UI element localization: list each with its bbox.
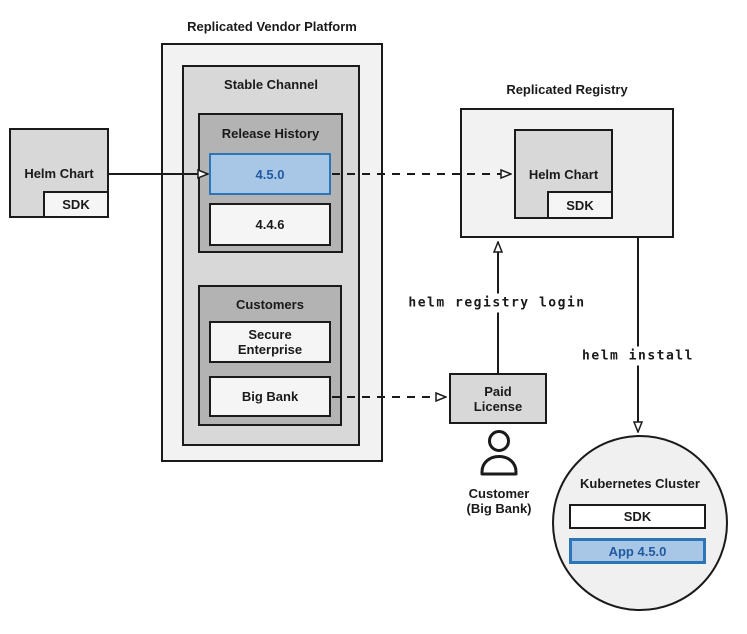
release-450-label: 4.5.0 xyxy=(255,166,285,182)
helm-chart-source-sdk-label: SDK xyxy=(62,197,90,212)
vendor-platform-title: Replicated Vendor Platform xyxy=(187,19,357,34)
stable-channel-label: Stable Channel xyxy=(224,77,318,92)
kubernetes-cluster-label: Kubernetes Cluster xyxy=(580,476,700,491)
helm-chart-source-sdk-box: SDK xyxy=(43,191,109,218)
helm-install-command: helm install xyxy=(577,346,699,366)
kubernetes-app-box: App 4.5.0 xyxy=(569,538,706,564)
customer-caption-line1: Customer xyxy=(468,486,530,501)
kubernetes-sdk-box: SDK xyxy=(569,504,706,529)
kubernetes-app-label: App 4.5.0 xyxy=(608,543,667,559)
registry-title: Replicated Registry xyxy=(506,82,628,97)
release-history-label: Release History xyxy=(221,126,320,141)
helm-chart-source-label: Helm Chart xyxy=(24,165,94,181)
customers-label: Customers xyxy=(236,297,304,312)
customer-caption-line2: (Big Bank) xyxy=(466,501,532,516)
customer-person-icon xyxy=(480,430,518,476)
paid-license-box: Paid License xyxy=(449,373,547,424)
release-446-label: 4.4.6 xyxy=(255,217,285,232)
registry-sdk-label: SDK xyxy=(566,197,594,213)
registry-sdk-box: SDK xyxy=(547,191,613,219)
kubernetes-sdk-label: SDK xyxy=(623,509,652,524)
release-450-box: 4.5.0 xyxy=(209,153,331,195)
customer-secure-enterprise-box: Secure Enterprise xyxy=(209,321,331,363)
customer-secure-enterprise-label: Secure Enterprise xyxy=(237,327,303,357)
paid-license-label: Paid License xyxy=(473,383,523,414)
registry-helm-chart-label: Helm Chart xyxy=(528,166,599,182)
customer-big-bank-box: Big Bank xyxy=(209,376,331,417)
customer-caption: Customer (Big Bank) xyxy=(439,486,559,516)
release-446-box: 4.4.6 xyxy=(209,203,331,246)
helm-registry-login-command: helm registry login xyxy=(403,293,591,313)
customer-big-bank-label: Big Bank xyxy=(241,389,299,404)
